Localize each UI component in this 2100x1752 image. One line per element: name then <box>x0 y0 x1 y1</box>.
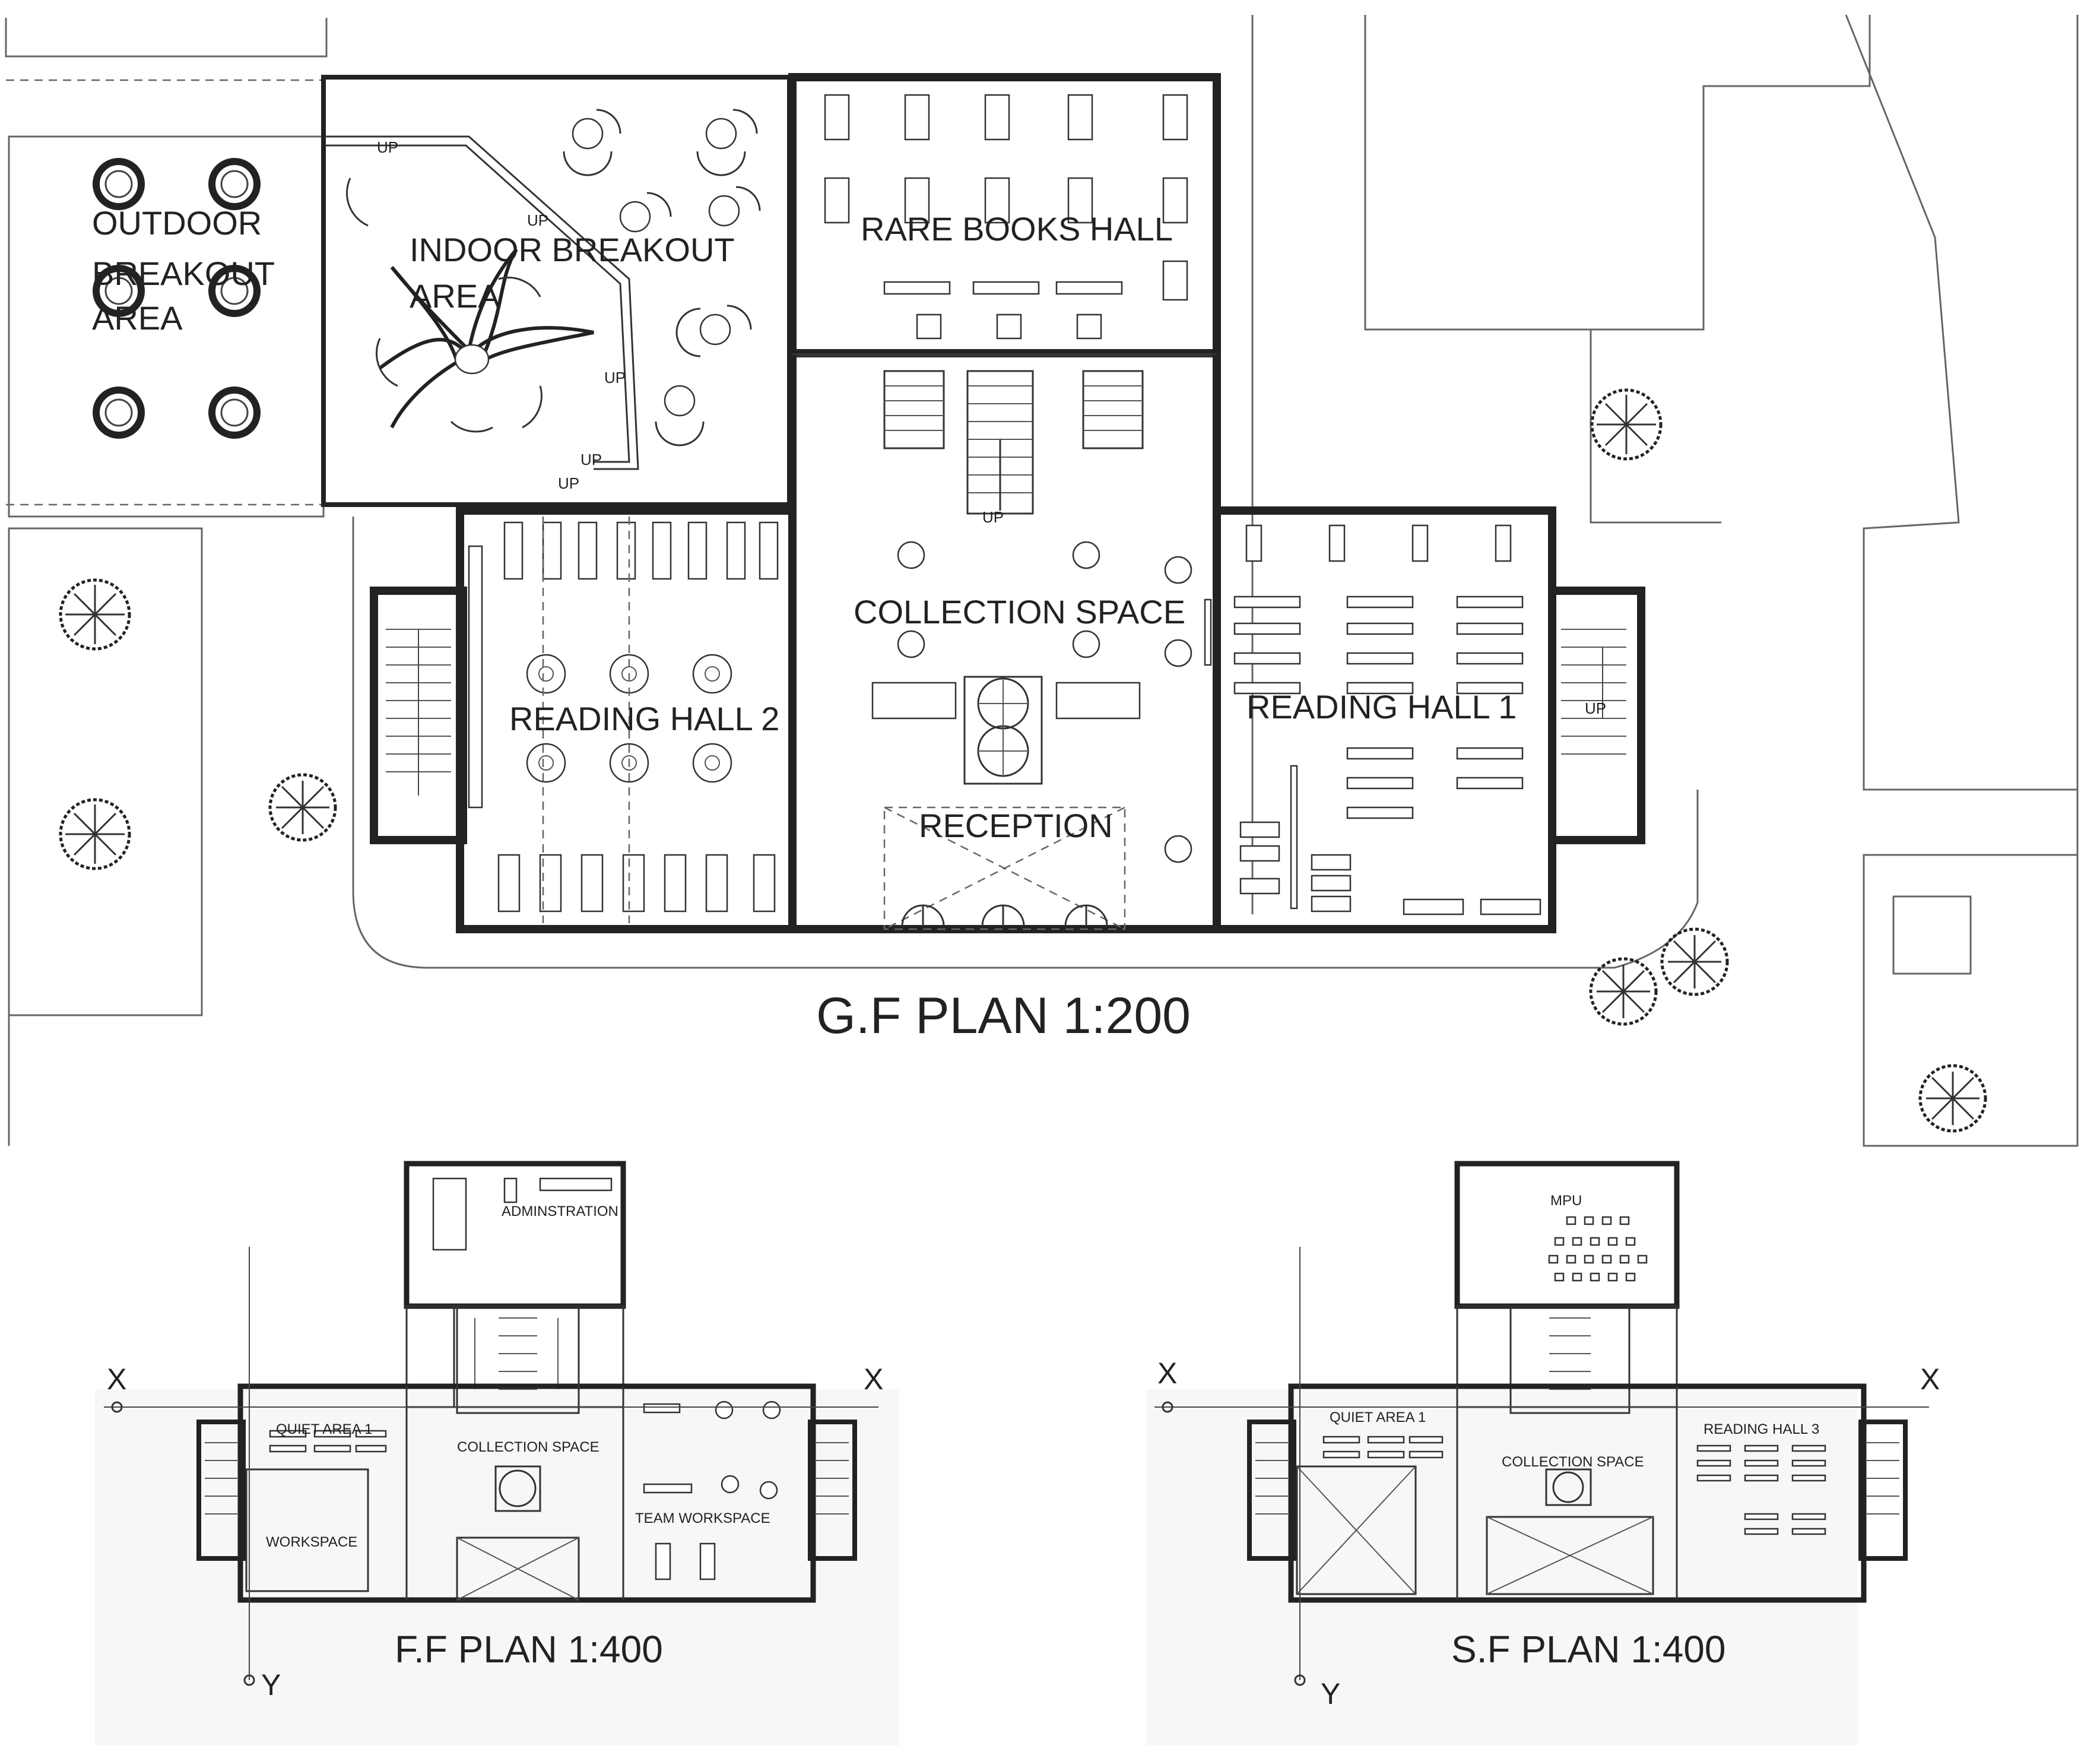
sf-axis-y: Y <box>1321 1677 1340 1710</box>
ff-plan-title: F.F PLAN 1:400 <box>395 1628 663 1671</box>
sf-axis-x-right: X <box>1920 1363 1940 1396</box>
tree-icon <box>59 578 131 651</box>
stair-up-label: UP <box>580 451 602 468</box>
sf-labels: MPU QUIET AREA 1 COLLECTION SPACE READIN… <box>1157 1193 1940 1710</box>
reading-hall-2-label: READING HALL 2 <box>509 700 779 737</box>
ff-workspace-label: WORKSPACE <box>266 1534 357 1550</box>
reading-hall-1-label: READING HALL 1 <box>1246 688 1517 725</box>
ff-quiet-area-label: QUIET AREA 1 <box>276 1421 372 1437</box>
rare-books-tables <box>824 94 1188 340</box>
reading-hall-1-tables <box>1204 524 1541 915</box>
gf-plan-title: G.F PLAN 1:200 <box>816 987 1191 1044</box>
stair-up-label: UP <box>377 138 398 156</box>
indoor-breakout-label-line-1: INDOOR BREAKOUT <box>410 231 735 268</box>
tree-icons <box>59 388 1987 1133</box>
indoor-breakout-label-line-2: AREA <box>410 277 500 315</box>
stair-up-label: UP <box>982 508 1004 526</box>
sf-axis-x-left: X <box>1157 1357 1177 1390</box>
ff-labels: ADMINSTRATION QUIET AREA 1 COLLECTION SP… <box>107 1203 883 1702</box>
outdoor-label-line-1: OUTDOOR <box>92 204 262 242</box>
tree-icon <box>1660 927 1729 996</box>
collection-tables <box>871 541 1192 863</box>
gf-left-stair-block <box>370 587 467 844</box>
gf-reading-hall-1-block <box>1204 506 1556 933</box>
stair-up-label: UP <box>527 211 548 229</box>
tree-icon <box>268 773 337 842</box>
sf-plan-title: S.F PLAN 1:400 <box>1451 1628 1725 1671</box>
gf-central-block <box>788 355 1221 933</box>
ff-axis-x-right: X <box>864 1363 883 1396</box>
outdoor-label-line-2: BREAKOUT <box>92 255 275 292</box>
stair-up-label: UP <box>604 369 626 386</box>
ff-administration-label: ADMINSTRATION <box>502 1203 618 1219</box>
reception-label: RECEPTION <box>919 807 1113 844</box>
sf-reading-hall-3-label: READING HALL 3 <box>1704 1421 1819 1437</box>
stair-up-label: UP <box>558 474 579 492</box>
site-context <box>5 14 2079 1147</box>
collection-space-label: COLLECTION SPACE <box>854 593 1185 631</box>
sf-mpu-label: MPU <box>1550 1193 1582 1209</box>
sf-quiet-area-label: QUIET AREA 1 <box>1330 1409 1426 1425</box>
reading-hall-2-round-tables <box>526 654 732 783</box>
ff-collection-space-label: COLLECTION SPACE <box>457 1439 599 1455</box>
outdoor-label-line-3: AREA <box>92 299 183 337</box>
sf-plan <box>1146 1161 1929 1745</box>
gf-right-stair-block <box>1548 587 1645 844</box>
ff-axis-y: Y <box>261 1668 281 1702</box>
tree-icon <box>59 798 131 870</box>
tree-icon <box>1589 957 1658 1026</box>
gf-reading-hall-2-block <box>456 506 797 933</box>
sf-collection-space-label: COLLECTION SPACE <box>1502 1454 1644 1470</box>
stair-up-label: UP <box>1585 699 1606 717</box>
spiral-stair <box>963 676 1043 785</box>
mpu-seating <box>1548 1216 1648 1282</box>
tree-icon <box>1918 1064 1987 1133</box>
ff-plan <box>95 1161 899 1745</box>
ff-axis-x-left: X <box>107 1363 126 1396</box>
rare-books-hall-label: RARE BOOKS HALL <box>861 210 1173 248</box>
ff-team-workspace-label: TEAM WORKSPACE <box>635 1510 770 1526</box>
gf-room-labels: OUTDOOR BREAKOUT AREA INDOOR BREAKOUT AR… <box>92 138 1606 1044</box>
main-stair <box>883 370 1144 515</box>
gf-rare-books-block <box>788 73 1221 357</box>
tree-icon <box>1590 388 1663 461</box>
outdoor-planters <box>93 158 261 439</box>
